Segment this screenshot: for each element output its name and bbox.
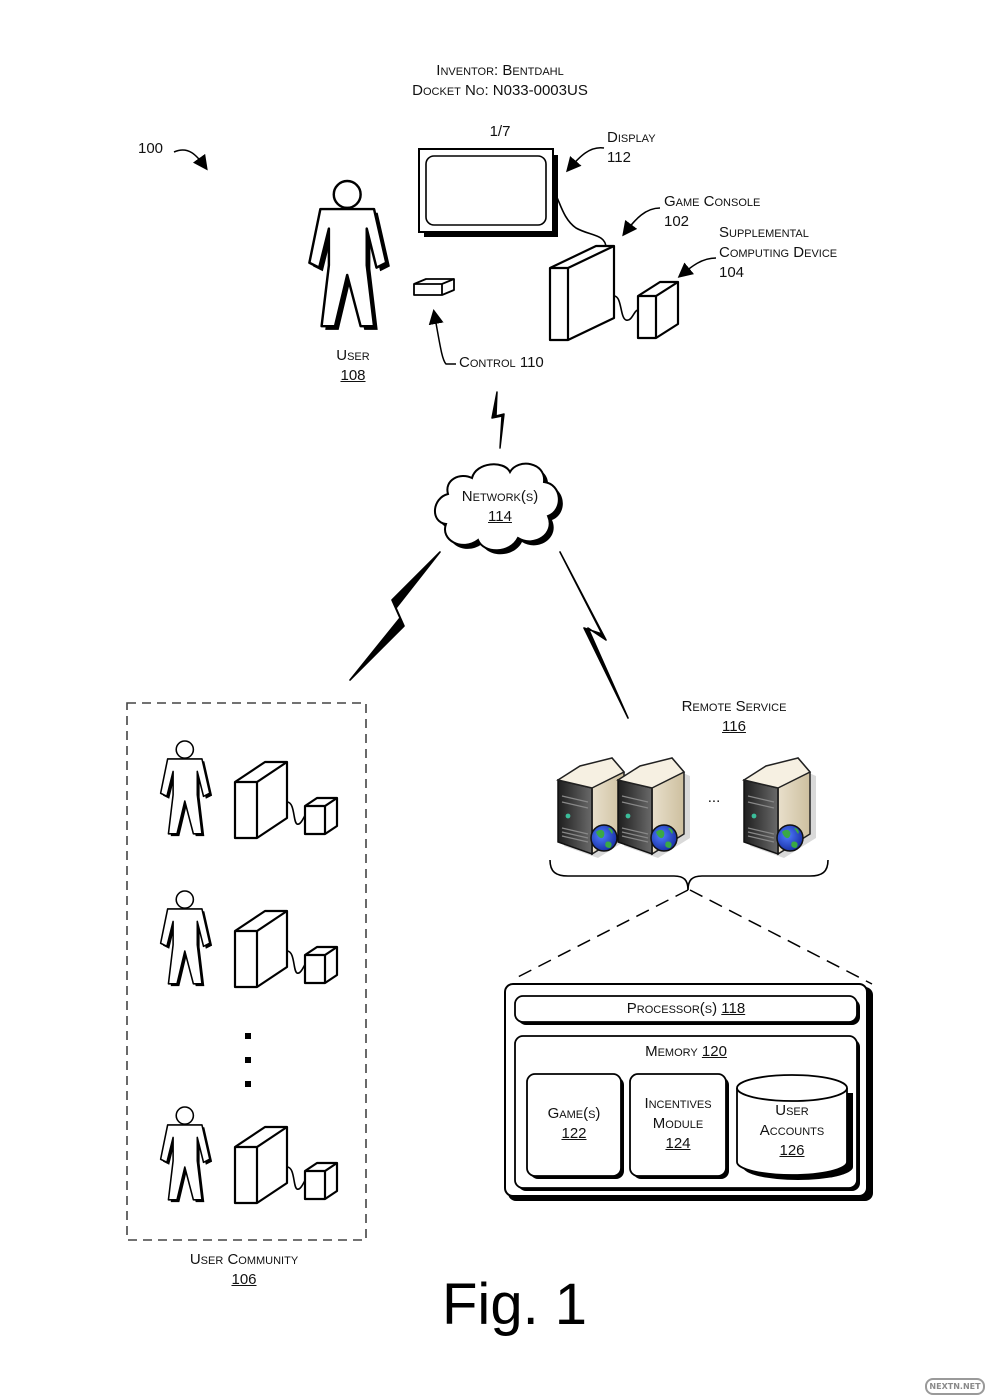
user-number: 108 (340, 367, 366, 384)
incentives-module-box (629, 1073, 727, 1177)
supplemental-number: 104 (719, 264, 745, 281)
user-accounts-label-line1: User (775, 1102, 809, 1119)
games-label: Game(s) (547, 1105, 601, 1122)
games-number: 122 (561, 1125, 587, 1142)
zoom-line-left (511, 889, 689, 981)
games-box (526, 1073, 622, 1177)
community-console-icon (233, 1125, 339, 1205)
user-figure-icon (308, 179, 392, 332)
display-icon (418, 148, 558, 237)
processor-label: Processor(s) 118 (515, 999, 857, 1019)
docket-label: Docket No: N033-0003US (412, 82, 588, 99)
community-console-icon (233, 760, 339, 840)
vertical-ellipsis-icon (245, 1033, 251, 1087)
user-accounts-label-line2: Accounts (759, 1122, 825, 1139)
inventor-label: Inventor: Bentdahl (436, 62, 564, 79)
community-user-figure-icon (159, 740, 213, 837)
processor-text: Processor(s) (626, 1000, 722, 1017)
server-icon (617, 757, 691, 859)
incentives-number: 124 (665, 1135, 691, 1152)
incentives-label-line1: Incentives (644, 1095, 712, 1112)
zoom-line-right (689, 889, 873, 985)
wireless-link-remote-icon (559, 551, 629, 719)
user-accounts-database-icon (736, 1074, 853, 1180)
community-user-figure-icon (159, 890, 213, 987)
server-group-brace (549, 859, 829, 891)
servers-ellipsis: ... (707, 789, 721, 806)
wireless-link-community-icon (349, 551, 441, 681)
user-community-box (126, 702, 367, 1241)
user-accounts-number: 126 (779, 1142, 805, 1159)
user-label: User (336, 347, 370, 364)
game-console-number: 102 (664, 213, 690, 230)
watermark-logo: NEXTN.NET (925, 1378, 985, 1395)
network-label: Network(s) (461, 488, 539, 505)
figure-reference-number: 100 (138, 140, 164, 157)
game-console-icon (548, 244, 616, 342)
supplemental-arrow (677, 257, 717, 278)
remote-service-number: 116 (722, 718, 746, 735)
game-console-label: Game Console (664, 193, 761, 210)
control-arrow (428, 309, 456, 365)
memory-number: 120 (701, 1043, 727, 1060)
remote-service-label: Remote Service (681, 698, 787, 715)
console-cable (613, 295, 639, 321)
display-number: 112 (607, 149, 631, 166)
control-label: Control 110 (459, 354, 544, 371)
figure-caption: Fig. 1 (442, 1272, 588, 1337)
community-console-icon (233, 909, 339, 989)
incentives-label-line2: Module (652, 1115, 704, 1132)
supplemental-device-icon (636, 280, 680, 340)
ref-100-arrow (173, 149, 208, 171)
user-community-label: User Community (189, 1251, 299, 1268)
display-label: Display (607, 129, 656, 146)
processor-number: 118 (721, 1000, 746, 1017)
network-number: 114 (488, 508, 512, 525)
user-community-number: 106 (231, 1271, 257, 1288)
server-icon (743, 757, 817, 859)
network-cloud-icon (434, 462, 563, 555)
display-cable (552, 189, 607, 249)
display-arrow (566, 147, 605, 173)
control-icon (413, 278, 455, 296)
supplemental-label-line2: Computing Device (719, 244, 838, 261)
wireless-link-icon (491, 391, 505, 449)
sheet-number: 1/7 (489, 123, 511, 140)
community-user-figure-icon (159, 1106, 213, 1203)
game-console-arrow (622, 207, 661, 237)
memory-text: Memory (645, 1043, 702, 1060)
memory-label: Memory 120 (515, 1042, 857, 1062)
processor-box (514, 995, 858, 1023)
supplemental-label-line1: Supplemental (719, 224, 809, 241)
